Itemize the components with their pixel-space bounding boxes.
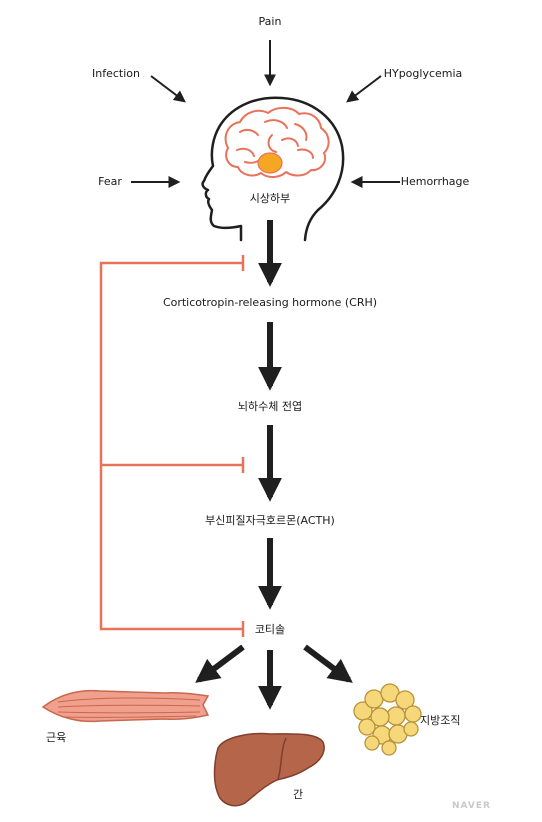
muscle-label: 근육 (46, 731, 67, 744)
liver-label: 간 (292, 788, 304, 801)
infection-label: Infection (92, 67, 140, 80)
muscle-icon (41, 689, 210, 723)
head-outline (201, 96, 345, 242)
cortisol-label: 코티솔 (254, 623, 286, 636)
adipose-tissue-label: 지방조직 (420, 714, 461, 727)
fear-label: Fear (98, 175, 122, 188)
cortisol-to-muscle-arrow (195, 644, 245, 683)
hypothalamus-icon (257, 152, 283, 174)
liver-icon (213, 732, 325, 807)
adipose-tissue-icon (353, 683, 422, 756)
hypoglycemia-arrow (346, 75, 382, 103)
negative-feedback (99, 255, 245, 637)
pituitary-label: 뇌하수체 전엽 (237, 400, 303, 413)
hypoglycemia-label: HYpoglycemia (383, 67, 463, 80)
hypothalamus-label: 시상하부 (249, 192, 291, 205)
infection-arrow (150, 75, 186, 103)
cortisol-to-fat-arrow (303, 644, 353, 683)
pain-label: Pain (258, 15, 282, 28)
hemorrhage-label: Hemorrhage (400, 175, 470, 188)
acth-label: 부신피질자극호르몬(ACTH) (205, 514, 335, 527)
crh-label: Corticotropin-releasing hormone (CRH) (162, 296, 378, 309)
naver-watermark: NAVER (452, 801, 491, 811)
